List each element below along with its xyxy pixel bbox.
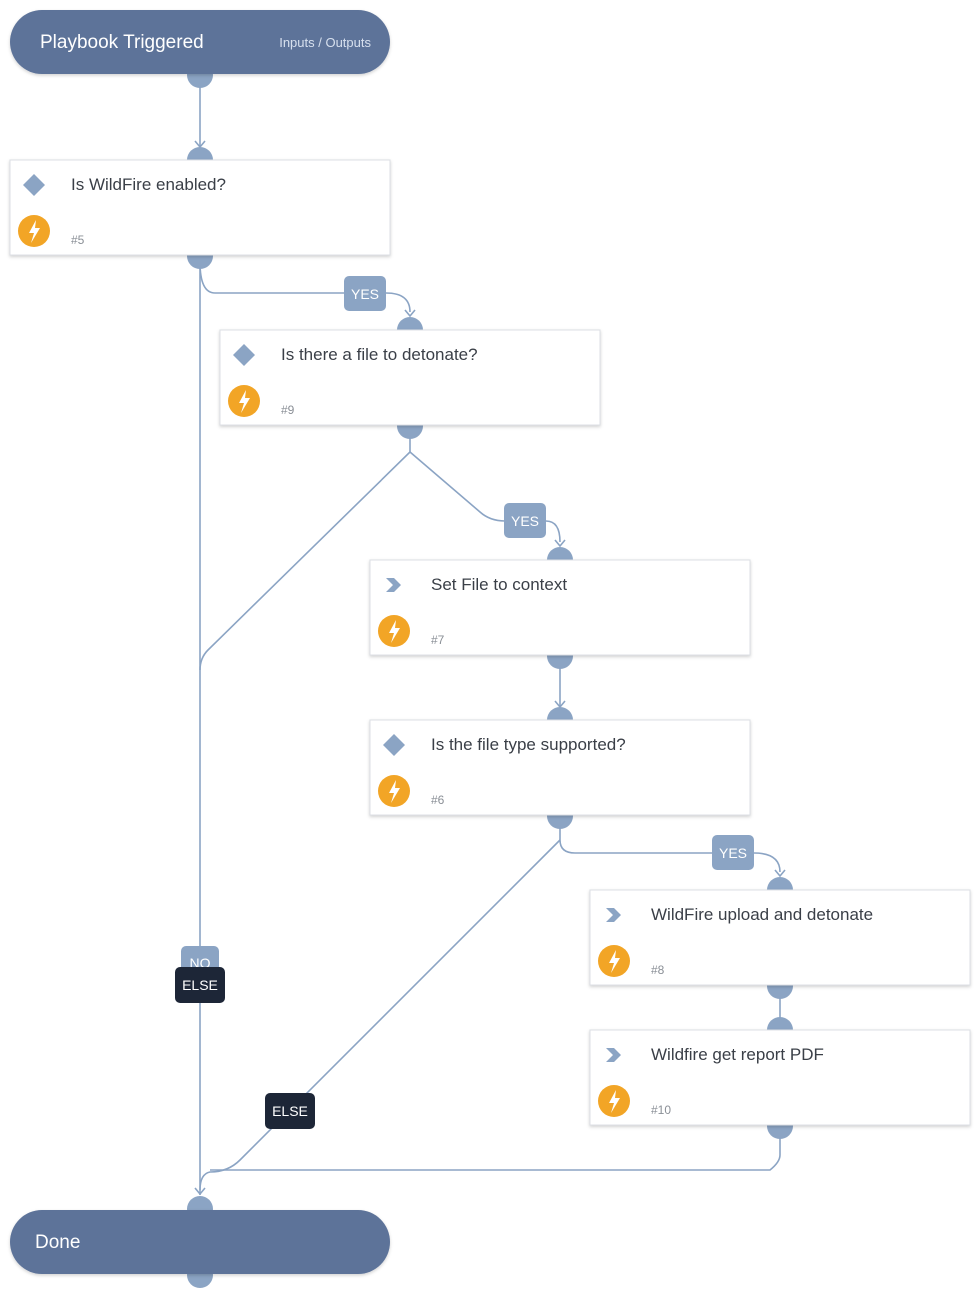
yes-text: YES	[351, 286, 379, 302]
task-number: #5	[71, 233, 85, 247]
yes-badge	[504, 503, 546, 538]
start-node[interactable]: Playbook Triggered Inputs / Outputs	[10, 10, 390, 88]
task-number: #8	[651, 963, 665, 977]
arrowhead	[404, 309, 416, 318]
else-text: ELSE	[272, 1103, 308, 1119]
automation-bolt-icon	[378, 615, 410, 647]
connector-6-yes	[559, 822, 712, 854]
connector-6-yes-arrow	[753, 852, 781, 873]
task-node-6[interactable]: Is the file type supported? #6	[369, 707, 751, 829]
arrowhead	[554, 539, 566, 548]
task-node-5[interactable]: Is WildFire enabled? #5	[9, 147, 391, 269]
chevron-icon	[606, 1048, 621, 1062]
yes-label-5[interactable]: YES	[344, 276, 386, 311]
diamond-icon	[23, 174, 45, 196]
end-pill	[10, 1210, 390, 1274]
task-node-8[interactable]: WildFire upload and detonate #8	[589, 877, 971, 999]
task-title: Is WildFire enabled?	[71, 175, 226, 194]
connector-10-to-done	[210, 1132, 781, 1171]
yes-badge	[344, 276, 386, 311]
yes-badge	[712, 835, 754, 870]
task-number: #7	[431, 633, 445, 647]
chevron-icon	[386, 578, 401, 592]
task-card	[9, 159, 391, 256]
task-card	[589, 889, 971, 986]
task-card	[369, 719, 751, 816]
yes-text: YES	[511, 513, 539, 529]
task-title: Wildfire get report PDF	[651, 1045, 824, 1064]
connector-5-yes	[199, 261, 345, 294]
connectors	[194, 80, 786, 1196]
task-title: Is the file type supported?	[431, 735, 626, 754]
else-badge	[175, 967, 225, 1003]
task-node-9[interactable]: Is there a file to detonate? #9	[219, 317, 601, 439]
arrowhead	[194, 1187, 206, 1196]
else-text: ELSE	[182, 977, 218, 993]
task-title: Is there a file to detonate?	[281, 345, 478, 364]
yes-label-9[interactable]: YES	[504, 503, 546, 538]
automation-bolt-icon	[18, 215, 50, 247]
else-label-9[interactable]: ELSE	[175, 967, 225, 1003]
connector-5-yes-arrow	[385, 292, 411, 313]
task-node-7[interactable]: Set File to context #7	[369, 547, 751, 669]
task-title: WildFire upload and detonate	[651, 905, 873, 924]
task-number: #6	[431, 793, 445, 807]
inputs-outputs-link[interactable]: Inputs / Outputs	[279, 35, 371, 50]
start-title: Playbook Triggered	[40, 32, 204, 53]
end-node[interactable]: Done	[10, 1196, 390, 1288]
end-title: Done	[35, 1232, 80, 1253]
connector-9-else	[199, 432, 411, 671]
automation-bolt-icon	[378, 775, 410, 807]
chevron-icon	[606, 908, 621, 922]
diamond-icon	[233, 344, 255, 366]
connector-9-yes-arrow	[545, 520, 561, 543]
diamond-icon	[383, 734, 405, 756]
task-number: #10	[651, 1103, 671, 1117]
start-pill	[10, 10, 390, 74]
connector-9-yes	[409, 451, 506, 522]
task-card	[589, 1029, 971, 1126]
else-label-6[interactable]: ELSE	[265, 1093, 315, 1129]
task-title: Set File to context	[431, 575, 567, 594]
else-badge	[265, 1093, 315, 1129]
yes-label-6[interactable]: YES	[712, 835, 754, 870]
task-number: #9	[281, 403, 295, 417]
task-card	[369, 559, 751, 656]
connector-6-else	[199, 839, 561, 1191]
automation-bolt-icon	[228, 385, 260, 417]
task-card	[219, 329, 601, 426]
automation-bolt-icon	[598, 945, 630, 977]
yes-text: YES	[719, 845, 747, 861]
tasks-layer: Is WildFire enabled? #5 Is there a file to…	[9, 147, 971, 1139]
task-node-10[interactable]: Wildfire get report PDF #10	[589, 1017, 971, 1139]
automation-bolt-icon	[598, 1085, 630, 1117]
arrowhead	[774, 869, 786, 878]
